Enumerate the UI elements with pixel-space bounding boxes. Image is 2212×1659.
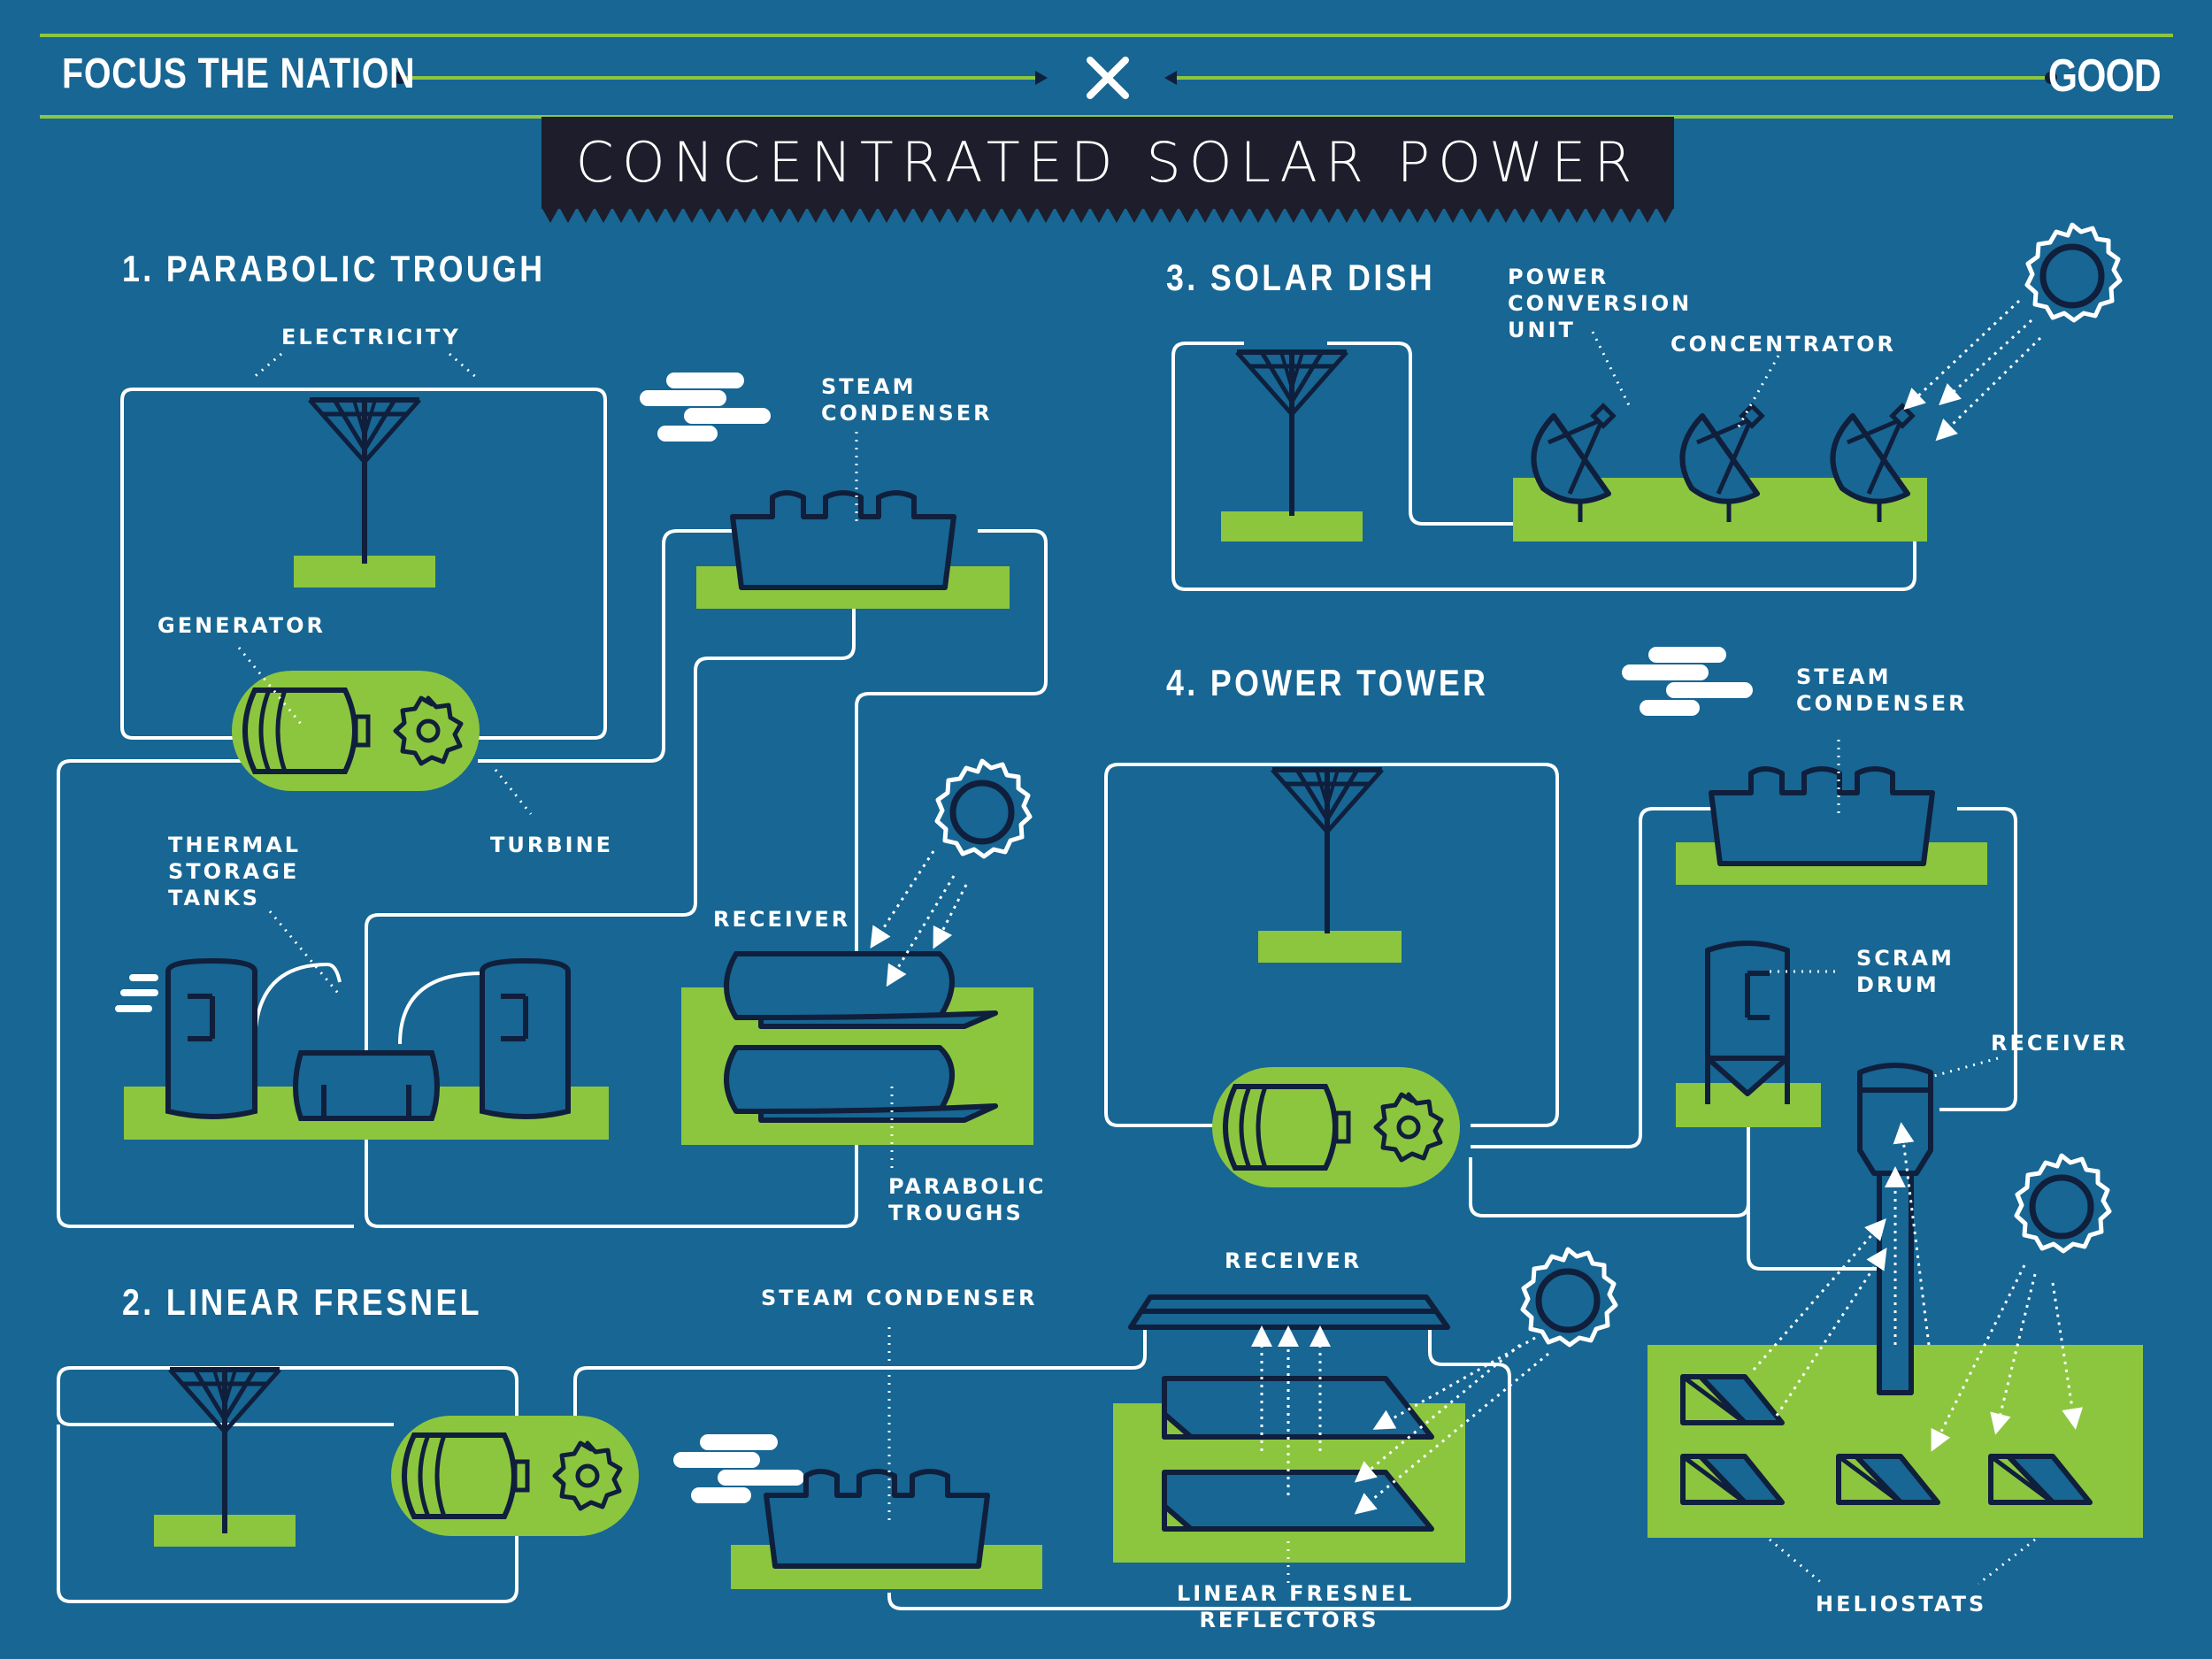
cloud-icon	[681, 1442, 796, 1495]
section-heading-linear-fresnel: 2. LINEAR FRESNEL	[122, 1281, 482, 1323]
label-pcu-2: CONVERSION	[1508, 291, 1693, 316]
label-receiver-1: RECEIVER	[713, 907, 851, 932]
power-pole-icon	[170, 1370, 280, 1533]
label-electricity: ELECTRICITY	[281, 325, 461, 349]
label-generator: GENERATOR	[157, 613, 326, 638]
generator-icon	[232, 671, 480, 791]
label-heliostats: HELIOSTATS	[1816, 1592, 1987, 1617]
label-thermal-2: STORAGE	[168, 859, 300, 884]
steam-condenser-icon	[733, 493, 954, 588]
label-pcu-1: POWER	[1508, 265, 1609, 289]
section-heading-solar-dish: 3. SOLAR DISH	[1166, 257, 1436, 298]
label-pcu-3: UNIT	[1508, 318, 1576, 342]
label-concentrator: CONCENTRATOR	[1671, 332, 1897, 357]
tower-icon	[1857, 1063, 1933, 1395]
power-pole-icon	[1272, 770, 1382, 933]
steam-condenser-icon	[766, 1471, 987, 1566]
label-fresnel-reflectors-2: REFLECTORS	[1199, 1608, 1379, 1632]
section-heading-parabolic-trough: 1. PARABOLIC TROUGH	[122, 248, 546, 289]
power-pole-icon	[310, 400, 419, 564]
label-steam-condenser-1b: CONDENSER	[821, 401, 993, 426]
fresnel-reflector-icon	[1162, 1376, 1434, 1532]
label-fresnel-reflectors-1: LINEAR FRESNEL	[1177, 1581, 1415, 1606]
label-steam-condenser-1a: STEAM	[821, 374, 917, 399]
sun-icon	[2016, 1156, 2109, 1251]
good-logo: GOOD	[2047, 50, 2162, 102]
section-heading-power-tower: 4. POWER TOWER	[1166, 662, 1489, 703]
parabolic-trough-diagram	[57, 352, 1048, 1228]
label-steam-condenser-4b: CONDENSER	[1796, 691, 1968, 716]
label-thermal-3: TANKS	[168, 886, 261, 910]
label-parabolic-troughs-2: TROUGHS	[888, 1201, 1024, 1225]
label-receiver-4: RECEIVER	[1991, 1031, 2129, 1056]
scram-drum-icon	[1705, 941, 1790, 1104]
close-icon	[1087, 57, 1129, 99]
power-pole-icon	[1237, 352, 1347, 516]
fresnel-receiver-icon	[1128, 1294, 1450, 1330]
steam-condenser-icon	[1711, 769, 1932, 864]
cloud-icon	[1630, 655, 1745, 708]
label-thermal-1: THERMAL	[168, 833, 302, 857]
generator-icon	[391, 1416, 639, 1536]
power-tower-diagram	[1104, 655, 2143, 1586]
solar-dish-diagram	[1171, 225, 2120, 591]
label-turbine: TURBINE	[490, 833, 614, 857]
generator-icon	[1212, 1067, 1460, 1187]
page-title-banner: CONCENTRATED SOLAR POWER	[541, 117, 1674, 209]
page-title: CONCENTRATED SOLAR POWER	[575, 130, 1640, 195]
storage-tank-icon	[165, 957, 571, 1121]
label-steam-condenser-2: STEAM CONDENSER	[761, 1286, 1038, 1310]
label-scram-drum-1: SCRAM	[1856, 946, 1955, 971]
focus-the-nation-logo: FOCUS THE NATION	[62, 50, 416, 97]
sun-icon	[937, 761, 1030, 856]
label-receiver-2: RECEIVER	[1225, 1248, 1363, 1273]
sun-icon	[2027, 225, 2120, 320]
sun-icon	[1523, 1249, 1616, 1345]
label-scram-drum-2: DRUM	[1856, 972, 1939, 997]
cloud-icon	[648, 380, 763, 434]
label-parabolic-troughs-1: PARABOLIC	[888, 1174, 1047, 1199]
linear-fresnel-diagram	[57, 1249, 1616, 1610]
label-steam-condenser-4a: STEAM	[1796, 664, 1892, 689]
